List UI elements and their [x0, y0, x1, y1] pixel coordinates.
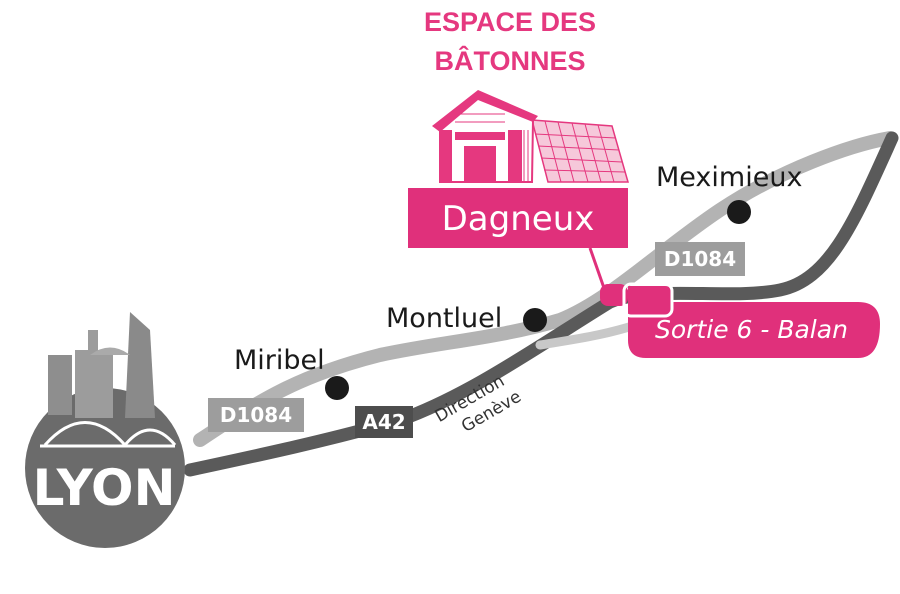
destination-text: Dagneux [442, 199, 595, 239]
destination-label: Dagneux [408, 188, 628, 248]
svg-text:D1084: D1084 [220, 403, 292, 427]
montluel-label: Montluel [386, 303, 502, 334]
venue-title-line2: BÂTONNES [434, 45, 585, 76]
svg-text:D1084: D1084 [664, 247, 736, 271]
exit-text: Sortie 6 - Balan [655, 315, 848, 344]
exit-marker [600, 284, 628, 306]
meximieux-dot [727, 200, 751, 224]
svg-text:A42: A42 [362, 410, 405, 434]
a42-badge: A42 [355, 406, 413, 438]
destination-pointer [588, 247, 606, 289]
d1084-road [193, 131, 897, 447]
d1084-badge-west: D1084 [208, 398, 304, 432]
miribel-label: Miribel [234, 345, 325, 376]
venue-title-line1: ESPACE DES [424, 7, 596, 37]
montluel-dot [523, 308, 547, 332]
meximieux-label: Meximieux [656, 162, 802, 193]
miribel-dot [325, 376, 349, 400]
lyon-skyline-icon [25, 312, 185, 548]
d1084-badge-east: D1084 [655, 242, 745, 276]
city-label: LYON [33, 459, 176, 517]
exit-label: Sortie 6 - Balan [622, 282, 880, 358]
warehouse-icon [432, 90, 629, 183]
